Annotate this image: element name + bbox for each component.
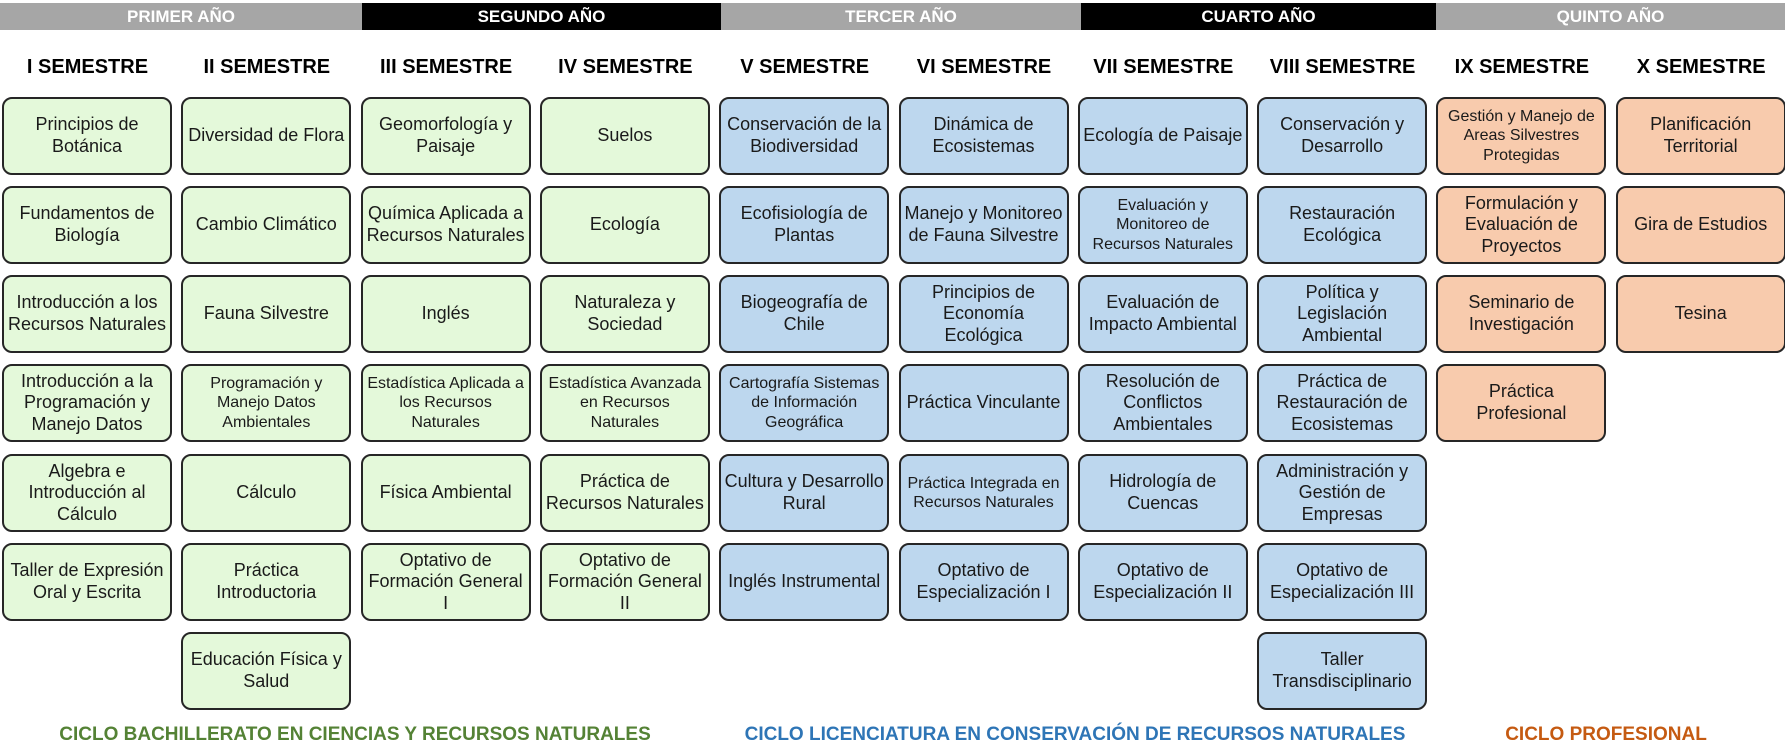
course-box[interactable]: Planificación Territorial	[1615, 97, 1785, 175]
course-box[interactable]: Estadística Avanzada en Recursos Natural…	[539, 364, 710, 442]
course-box[interactable]: Cambio Climático	[181, 186, 352, 264]
semester-header: X SEMESTRE	[1636, 56, 1766, 78]
semester-header: IX SEMESTRE	[1454, 56, 1590, 78]
course-box[interactable]: Suelos	[539, 97, 710, 175]
semester-header: V SEMESTRE	[740, 56, 870, 78]
year-header: CUARTO AÑO	[1081, 3, 1436, 30]
course-box[interactable]: Geomorfología y Paisaje	[360, 97, 531, 175]
course-box[interactable]: Práctica Vinculante	[898, 364, 1069, 442]
semester-header: VI SEMESTRE	[916, 56, 1052, 78]
course-box[interactable]: Restauración Ecológica	[1257, 186, 1428, 264]
course-box[interactable]: Química Aplicada a Recursos Naturales	[360, 186, 531, 264]
course-box[interactable]: Optativo de Especialización III	[1257, 543, 1428, 621]
course-box[interactable]: Naturaleza y Sociedad	[539, 275, 710, 353]
course-box[interactable]: Fundamentos de Biología	[2, 186, 172, 264]
semester-header: III SEMESTRE	[379, 56, 513, 78]
course-box[interactable]: Optativo de Especialización II	[1077, 543, 1248, 621]
course-box[interactable]: Taller de Expresión Oral y Escrita	[2, 543, 172, 621]
semester-header: I SEMESTRE	[26, 56, 149, 78]
course-box[interactable]: Manejo y Monitoreo de Fauna Silvestre	[898, 186, 1069, 264]
course-box[interactable]: Ecología	[539, 186, 710, 264]
course-box[interactable]: Diversidad de Flora	[181, 97, 352, 175]
course-box[interactable]: Evaluación y Monitoreo de Recursos Natur…	[1077, 186, 1248, 264]
cycle-label: CICLO BACHILLERATO EN CIENCIAS Y RECURSO…	[59, 724, 651, 745]
course-box[interactable]: Estadística Aplicada a los Recursos Natu…	[360, 364, 531, 442]
course-box[interactable]: Seminario de Investigación	[1436, 275, 1607, 353]
course-box[interactable]: Gira de Estudios	[1615, 186, 1785, 264]
course-box[interactable]: Política y Legislación Ambiental	[1257, 275, 1428, 353]
course-box[interactable]: Programación y Manejo Datos Ambientales	[181, 364, 352, 442]
course-box[interactable]: Conservación y Desarrollo	[1257, 97, 1428, 175]
course-box[interactable]: Resolución de Conflictos Ambientales	[1077, 364, 1248, 442]
cycle-label: CICLO PROFESIONAL	[1505, 724, 1707, 745]
course-box[interactable]: Cartografía Sistemas de Información Geog…	[719, 364, 890, 442]
year-header: SEGUNDO AÑO	[362, 3, 721, 30]
course-box[interactable]: Práctica Introductoria	[181, 543, 352, 621]
course-box[interactable]: Hidrología de Cuencas	[1077, 454, 1248, 532]
course-box[interactable]: Administración y Gestión de Empresas	[1257, 454, 1428, 532]
course-box[interactable]: Educación Física y Salud	[181, 632, 352, 710]
course-box[interactable]: Práctica de Recursos Naturales	[539, 454, 710, 532]
course-box[interactable]: Taller Transdisciplinario	[1257, 632, 1428, 710]
course-box[interactable]: Ecología de Paisaje	[1077, 97, 1248, 175]
year-header: PRIMER AÑO	[0, 3, 362, 30]
cycle-label: CICLO LICENCIATURA EN CONSERVACIÓN DE RE…	[744, 724, 1406, 745]
course-box[interactable]: Evaluación de Impacto Ambiental	[1077, 275, 1248, 353]
course-box[interactable]: Gestión y Manejo de Areas Silvestres Pro…	[1436, 97, 1607, 175]
year-header: QUINTO AÑO	[1436, 3, 1785, 30]
course-box[interactable]: Tesina	[1615, 275, 1785, 353]
course-box[interactable]: Biogeografía de Chile	[719, 275, 890, 353]
course-box[interactable]: Práctica de Restauración de Ecosistemas	[1257, 364, 1428, 442]
course-box[interactable]: Inglés	[360, 275, 531, 353]
course-box[interactable]: Introducción a la Programación y Manejo …	[2, 364, 172, 442]
semester-header: II SEMESTRE	[203, 56, 331, 78]
course-box[interactable]: Inglés Instrumental	[719, 543, 890, 621]
course-box[interactable]: Introducción a los Recursos Naturales	[2, 275, 172, 353]
year-header: TERCER AÑO	[721, 3, 1081, 30]
course-box[interactable]: Formulación y Evaluación de Proyectos	[1436, 186, 1607, 264]
semester-header: IV SEMESTRE	[558, 56, 693, 78]
semester-header: VII SEMESTRE	[1093, 56, 1234, 78]
course-box[interactable]: Dinámica de Ecosistemas	[898, 97, 1069, 175]
course-box[interactable]: Práctica Integrada en Recursos Naturales	[898, 454, 1069, 532]
course-box[interactable]: Principios de Economía Ecológica	[898, 275, 1069, 353]
course-box[interactable]: Optativo de Formación General II	[539, 543, 710, 621]
course-box[interactable]: Algebra e Introducción al Cálculo	[2, 454, 172, 532]
course-box[interactable]: Principios de Botánica	[2, 97, 172, 175]
course-box[interactable]: Optativo de Especialización I	[898, 543, 1069, 621]
course-box[interactable]: Práctica Profesional	[1436, 364, 1607, 442]
course-box[interactable]: Fauna Silvestre	[181, 275, 352, 353]
course-box[interactable]: Cultura y Desarrollo Rural	[719, 454, 890, 532]
course-box[interactable]: Ecofisiología de Plantas	[719, 186, 890, 264]
course-box[interactable]: Conservación de la Biodiversidad	[719, 97, 890, 175]
semester-header: VIII SEMESTRE	[1269, 56, 1416, 78]
course-box[interactable]: Cálculo	[181, 454, 352, 532]
course-box[interactable]: Física Ambiental	[360, 454, 531, 532]
course-box[interactable]: Optativo de Formación General I	[360, 543, 531, 621]
